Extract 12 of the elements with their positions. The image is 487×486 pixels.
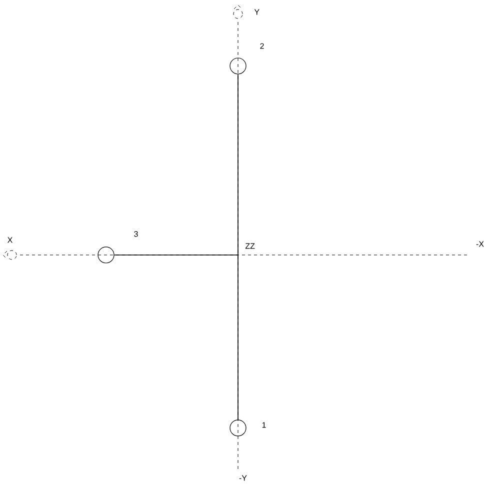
point-number: 1 — [262, 422, 266, 428]
point-number: 3 — [134, 231, 138, 237]
solid-line — [114, 254, 238, 256]
axis-label: -X — [476, 241, 484, 247]
circle-marker — [230, 58, 246, 74]
point-number: 2 — [260, 43, 264, 49]
axis-label: -Y — [239, 475, 247, 481]
axis-label: X — [8, 237, 12, 243]
circle-marker — [230, 420, 246, 436]
axis-label: ZZ — [245, 243, 255, 249]
circle-marker — [98, 246, 114, 264]
axis-label: Y — [254, 9, 260, 15]
